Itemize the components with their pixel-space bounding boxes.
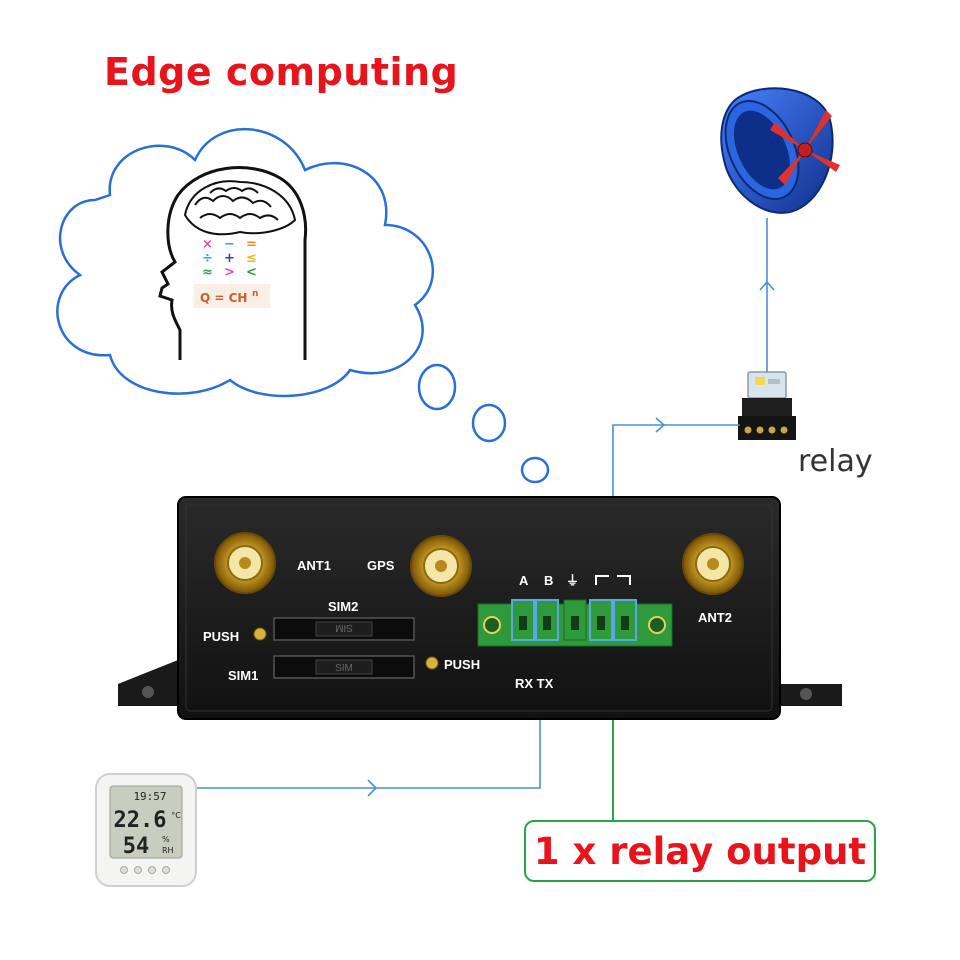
sensor-humidity-unit-top: % (162, 835, 170, 844)
sim2-slot: SIM (273, 617, 415, 641)
router-device-icon: ANT1 GPS ANT2 SIM2 SIM1 PUSH PUSH SIM SI… (118, 496, 842, 720)
label-ant1: ANT1 (297, 558, 331, 573)
math-symbol: × (202, 237, 213, 252)
math-symbol: − (224, 237, 235, 252)
relay-label: relay (798, 444, 873, 479)
page-title: Edge computing (104, 50, 459, 94)
math-symbol: > (224, 265, 235, 280)
antenna-connector-gps (410, 535, 472, 597)
relay-icon (738, 371, 796, 440)
cloud-thought-icon (56, 128, 550, 484)
thermometer-hygrometer-icon: 19:57 22.6 °C 54 % RH (95, 773, 197, 887)
math-symbol: ≈ (202, 265, 213, 280)
antenna-connector-ant1 (214, 532, 276, 594)
label-push-bottom: PUSH (444, 657, 480, 672)
math-symbol: ≤ (246, 251, 257, 266)
math-symbol: < (246, 265, 257, 280)
label-ground: ⏚ (566, 573, 579, 588)
label-sim2: SIM2 (328, 599, 358, 614)
brain-head-icon: × − = ÷ + ≤ ≈ > < Q = CH n (158, 166, 308, 360)
relay-output-callout: 1 x relay output (524, 820, 876, 882)
sensor-humidity-unit-bottom: RH (162, 846, 174, 855)
sim2-slot-text: SIM (335, 622, 353, 633)
sim1-slot-text: SIM (335, 663, 353, 674)
sensor-temperature: 22.6 (114, 808, 167, 833)
fan-icon (720, 87, 840, 214)
label-terminal-a: A (519, 573, 529, 588)
label-gps: GPS (367, 558, 395, 573)
brain-formula: Q = CH (200, 291, 247, 305)
sensor-top-value: 19:57 (133, 790, 166, 803)
label-push-top: PUSH (203, 629, 239, 644)
brain-formula-superscript: n (252, 289, 258, 299)
relay-contact-symbol (595, 575, 631, 585)
math-symbol: + (224, 251, 235, 266)
label-rx-tx: RX TX (515, 676, 554, 691)
terminal-block (477, 599, 673, 647)
sensor-humidity: 54 (123, 834, 150, 859)
math-symbol: ÷ (202, 251, 213, 266)
antenna-connector-ant2 (682, 533, 744, 595)
label-sim1: SIM1 (228, 668, 258, 683)
sensor-temp-unit: °C (171, 811, 181, 820)
math-symbol: = (246, 237, 257, 252)
label-terminal-b: B (544, 573, 553, 588)
label-ant2: ANT2 (698, 610, 732, 625)
sim1-slot: SIM (273, 655, 415, 679)
